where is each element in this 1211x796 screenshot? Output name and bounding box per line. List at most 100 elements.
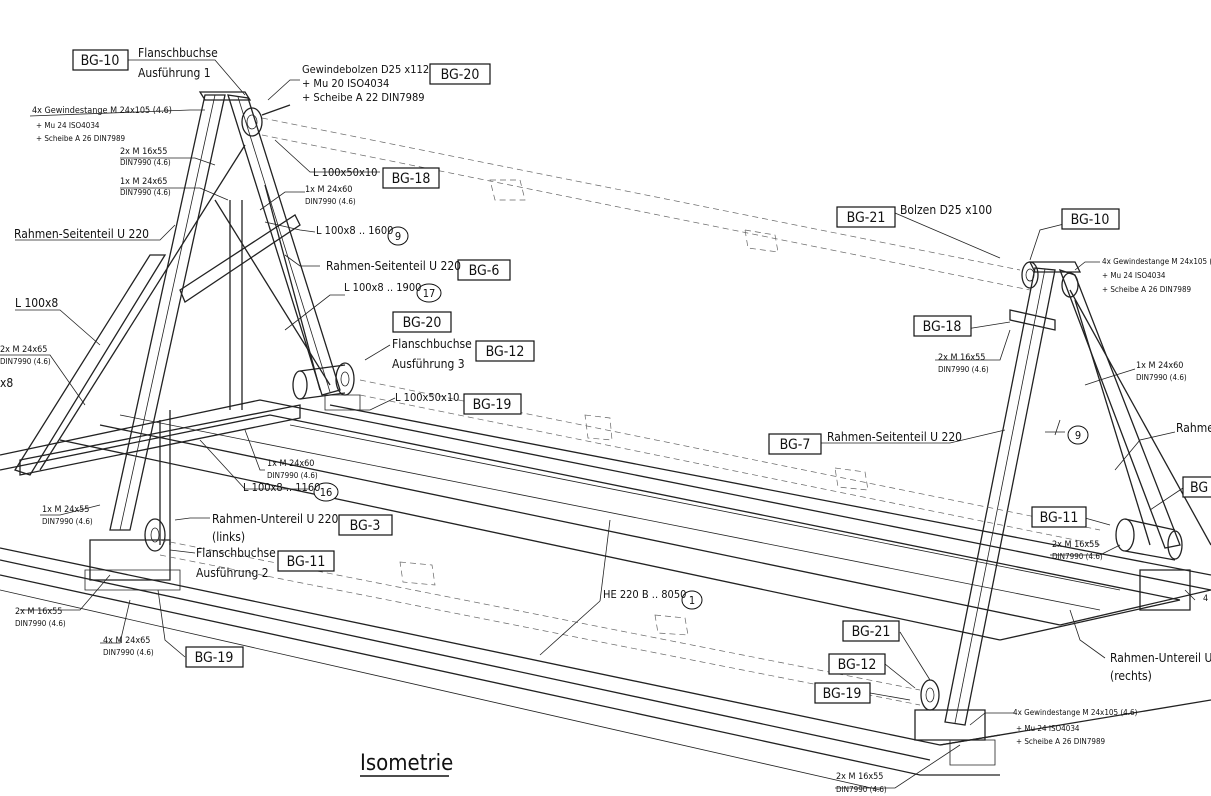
svg-text:17: 17 xyxy=(423,287,436,300)
right-flange-bushing-mid xyxy=(1115,518,1183,561)
label-rahmen-seitenteil-right: Rahmen-Seitenteil U 220 xyxy=(827,430,962,444)
label-din7990-j: DIN7990 (4.6) xyxy=(1052,552,1103,561)
svg-text:BG-10: BG-10 xyxy=(1071,212,1110,228)
label-rahmen-untereil-rechts: Rahmen-Untereil U 2 xyxy=(1110,651,1211,665)
label-l100x50x10-top: L 100x50x10 xyxy=(313,166,377,179)
svg-text:BG-3: BG-3 xyxy=(350,518,381,534)
svg-text:BG-18: BG-18 xyxy=(923,319,962,335)
tag-bg20-mid: BG-20 xyxy=(392,311,452,333)
left-flange-bushing-top xyxy=(241,104,291,137)
label-mu24-right: + Mu 24 ISO4034 xyxy=(1102,271,1166,280)
tag-bg18-right: BG-18 xyxy=(913,315,972,337)
position-16: 16 xyxy=(313,482,339,502)
svg-text:BG-21: BG-21 xyxy=(847,210,886,226)
left-flange-bushing-bottom xyxy=(144,518,166,552)
svg-text:BG: BG xyxy=(1190,480,1208,496)
label-l100x50x10-mid: L 100x50x10 xyxy=(395,391,459,404)
label-m24x60-b: 1x M 24x60 xyxy=(267,459,314,469)
tag-bg21-right: BG-21 xyxy=(836,206,896,228)
svg-text:BG-19: BG-19 xyxy=(823,686,862,702)
tag-bg12-left: BG-12 xyxy=(475,340,535,362)
tag-bg10-right: BG-10 xyxy=(1061,208,1120,230)
svg-text:BG-19: BG-19 xyxy=(195,650,234,666)
label-din7990-a: DIN7990 (4.6) xyxy=(120,158,171,167)
tag-bg-edge: BG xyxy=(1182,476,1211,498)
svg-text:9: 9 xyxy=(1075,429,1081,442)
label-ausfuehrung-1: Ausführung 1 xyxy=(138,66,211,80)
tag-bg12-bottom: BG-12 xyxy=(828,653,886,675)
label-rahmen-seitenteil-mid: Rahmen-Seitenteil U 220 xyxy=(326,259,461,273)
label-l100x8-left: L 100x8 xyxy=(15,296,58,310)
label-m24x65-left: 2x M 24x65 xyxy=(0,345,47,355)
label-din7990-k: DIN7990 (4.6) xyxy=(836,785,887,794)
label-l100x8-1160: L 100x8 .. 1160 xyxy=(243,481,320,494)
label-scheibe26-bottom: + Scheibe A 26 DIN7989 xyxy=(1016,737,1106,746)
svg-text:BG-11: BG-11 xyxy=(1040,510,1079,526)
label-m16x55-b: 2x M 16x55 xyxy=(15,607,62,617)
tag-bg19-mid: BG-19 xyxy=(463,393,522,415)
label-m24x60-a: 1x M 24x60 xyxy=(305,185,352,195)
label-rahmen-seitenteil-left: Rahmen-Seitenteil U 220 xyxy=(14,227,149,241)
right-a-frame xyxy=(914,261,1211,766)
leader-lines xyxy=(0,59,1196,789)
label-rahmen-untereil-links: Rahmen-Untereil U 220 xyxy=(212,512,339,526)
position-9-left: 9 xyxy=(387,226,409,246)
position-1: 1 xyxy=(681,590,703,610)
label-links: (links) xyxy=(212,530,245,544)
label-x8-left: x8 xyxy=(0,376,13,390)
annotation-texts: Flanschbuchse Ausführung 1 Gewindebolzen… xyxy=(0,46,1211,794)
label-din7990-left: DIN7990 (4.6) xyxy=(0,357,51,366)
label-mu24-left: + Mu 24 ISO4034 xyxy=(36,121,100,130)
right-flange-bushing-top xyxy=(1021,261,1039,289)
label-m24x60-c: 1x M 24x60 xyxy=(1136,361,1183,371)
svg-text:BG-20: BG-20 xyxy=(441,67,480,83)
drawing-title: Isometrie xyxy=(360,751,453,777)
svg-text:BG-7: BG-7 xyxy=(780,437,811,453)
label-edge-4: 4 xyxy=(1203,594,1208,604)
lower-side-rails xyxy=(0,399,1211,601)
svg-text:BG-10: BG-10 xyxy=(81,53,120,69)
svg-text:9: 9 xyxy=(395,230,401,243)
tag-bg10-left: BG-10 xyxy=(72,49,129,71)
label-ausfuehrung-2: Ausführung 2 xyxy=(196,566,269,580)
tag-bg20-top: BG-20 xyxy=(429,63,491,85)
label-flanschbuchse-3: Flanschbuchse xyxy=(392,337,472,351)
svg-text:BG-20: BG-20 xyxy=(403,315,442,331)
label-m16x55-a: 2x M 16x55 xyxy=(120,147,167,157)
tag-bg18-left: BG-18 xyxy=(382,167,440,189)
label-m16x55-e: 2x M 16x55 xyxy=(836,772,883,782)
svg-text:BG-18: BG-18 xyxy=(392,171,431,187)
label-gewindestange-right: 4x Gewindestange M 24x105 (4.6) xyxy=(1102,257,1211,266)
svg-text:BG-11: BG-11 xyxy=(287,554,326,570)
tag-bg3: BG-3 xyxy=(338,514,393,536)
svg-text:BG-12: BG-12 xyxy=(838,657,877,673)
label-mu24-bottom: + Mu 24 ISO4034 xyxy=(1016,724,1080,733)
label-mu20: + Mu 20 ISO4034 xyxy=(302,77,389,90)
svg-text:BG-21: BG-21 xyxy=(852,624,891,640)
tag-bg21-bottom: BG-21 xyxy=(842,620,900,642)
label-m24x65-a: 1x M 24x65 xyxy=(120,177,167,187)
title-isometrie: Isometrie xyxy=(360,751,453,776)
tag-bg11-right: BG-11 xyxy=(1031,506,1087,528)
label-flanschbuchse-1: Flanschbuchse xyxy=(138,46,218,60)
tag-bg19-left: BG-19 xyxy=(185,646,244,668)
tag-bg7: BG-7 xyxy=(768,433,822,455)
label-scheibe26-right: + Scheibe A 26 DIN7989 xyxy=(1102,285,1192,294)
label-gewindestange-left: 4x Gewindestange M 24x105 (4.6) xyxy=(32,106,172,116)
label-din7990-f: DIN7990 (4.6) xyxy=(15,619,66,628)
svg-text:BG-19: BG-19 xyxy=(473,397,512,413)
tag-bg6: BG-6 xyxy=(457,259,511,281)
svg-text:16: 16 xyxy=(320,486,333,499)
label-rahmen-edge: Rahmen xyxy=(1176,421,1211,435)
svg-text:1: 1 xyxy=(689,594,695,607)
label-din7990-g: DIN7990 (4.6) xyxy=(103,648,154,657)
label-din7990-c: DIN7990 (4.6) xyxy=(305,197,356,206)
left-a-frame xyxy=(14,91,341,591)
label-din7990-d: DIN7990 (4.6) xyxy=(267,471,318,480)
label-din7990-h: DIN7990 (4.6) xyxy=(938,365,989,374)
label-din7990-i: DIN7990 (4.6) xyxy=(1136,373,1187,382)
svg-text:BG-12: BG-12 xyxy=(486,344,525,360)
label-scheibe26-left: + Scheibe A 26 DIN7989 xyxy=(36,134,126,143)
position-9-right: 9 xyxy=(1067,425,1089,445)
